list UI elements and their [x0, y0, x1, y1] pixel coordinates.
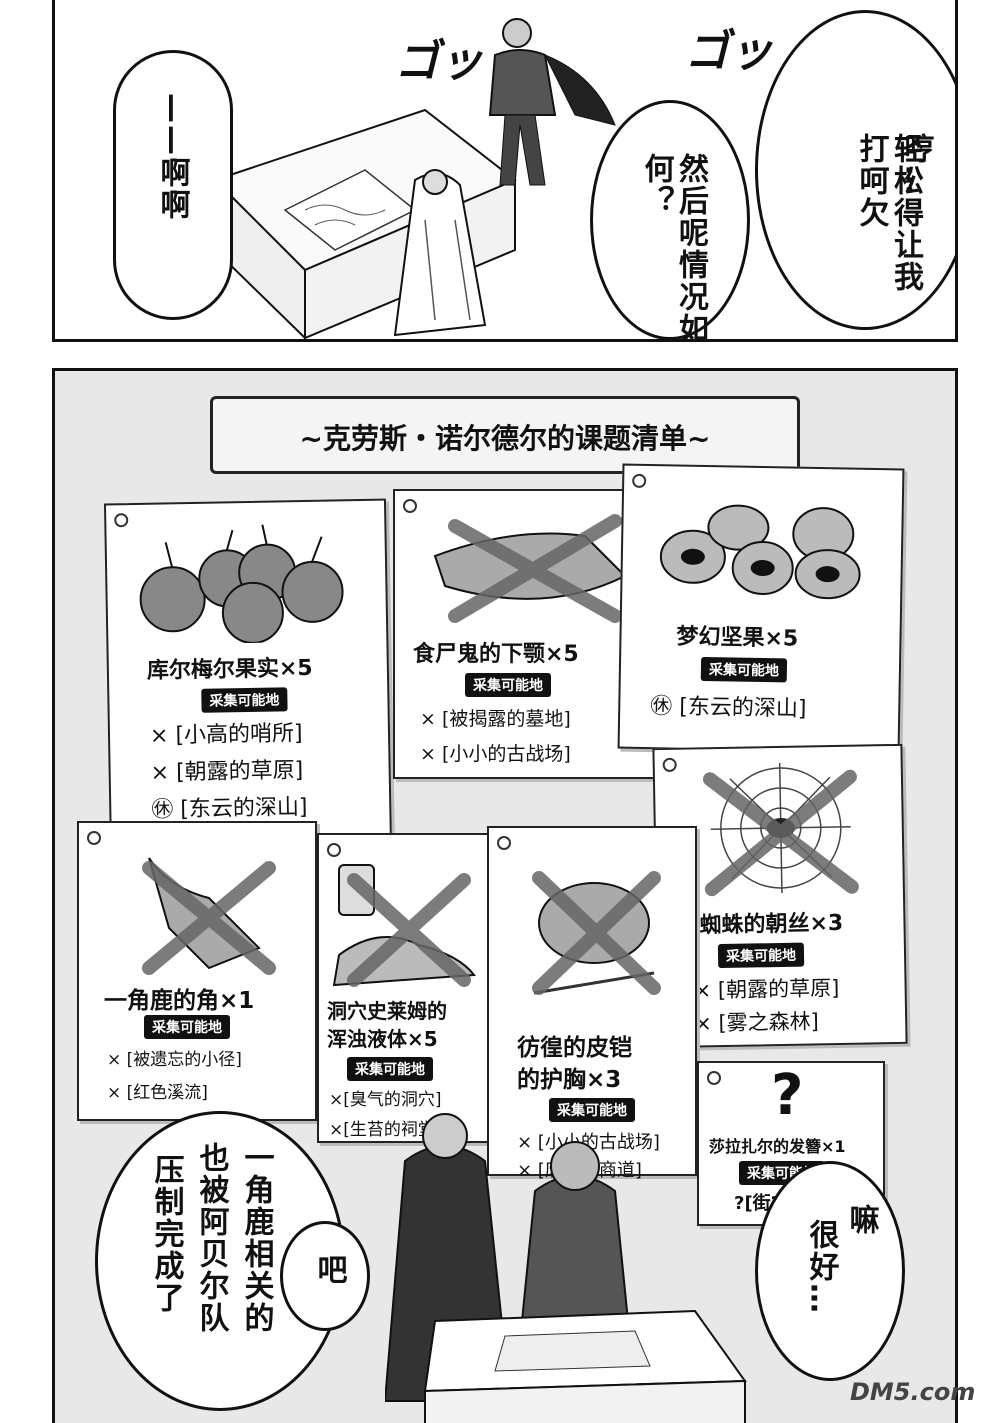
note-3-title: 梦幻坚果×5: [676, 624, 799, 652]
top-panel: ゴッ ゴッ ——啊啊 然后呢情况如何？ 哼… 轻松得让我打呵欠: [52, 0, 958, 342]
note-4-title: 绢蜘蛛的朝丝×3: [677, 910, 844, 939]
fruit-icon: [139, 524, 344, 644]
note-6-loc-2: ×[生苔的祠堂]: [329, 1120, 442, 1140]
note-5-title: 一角鹿的角×1: [104, 988, 255, 1014]
board-title: ~克劳斯・诺尔德尔的课题清单~: [299, 422, 711, 455]
antler-icon: [142, 857, 276, 975]
note-5-badge: 采集可能地: [144, 1015, 230, 1039]
note-4-badge: 采集可能地: [717, 942, 805, 969]
note-7-badge: 采集可能地: [549, 1098, 635, 1122]
sfx-right: ゴッ: [685, 26, 773, 77]
question-mark-icon: ?: [771, 1063, 804, 1128]
note-7-title-2: 的护胸×3: [517, 1067, 622, 1093]
speech-bubble-bottom-left: 一角鹿相关的 也被阿贝尔队 压制完成了: [95, 1111, 345, 1411]
quest-note-6: 洞穴史莱姆的 浑浊液体×5 采集可能地 ×[臭气的洞穴] ×[生苔的祠堂]: [317, 833, 489, 1143]
note-5-loc-1: × [被遗忘的小径]: [107, 1050, 242, 1070]
speech-bubble-bottom-small: 吧: [280, 1221, 370, 1331]
quest-note-1: 库尔梅尔果实×5 采集可能地 × [小高的哨所] × [朝露的草原] ㊡ [东云…: [103, 498, 393, 854]
note-2-title: 食尸鬼的下颚×5: [413, 642, 579, 667]
note-2-loc-2: × [小小的古战场]: [420, 743, 571, 765]
speech-bubble-mid: 然后呢情况如何？: [590, 100, 750, 339]
quest-note-5: 一角鹿的角×1 采集可能地 × [被遗忘的小径] × [红色溪流]: [77, 821, 317, 1121]
title-scroll: ~克劳斯・诺尔德尔的课题清单~: [210, 396, 800, 474]
note-3-badge: 采集可能地: [700, 656, 788, 683]
watermark-logo: DM5.com: [850, 1378, 976, 1406]
quest-note-3: 梦幻坚果×5 采集可能地 ㊡ [东云的深山]: [617, 463, 905, 754]
speech-bubble-right: 哼… 轻松得让我打呵欠: [755, 10, 955, 330]
note-3-loc-1: ㊡ [东云的深山]: [650, 694, 807, 722]
note-4-loc-2: × [雾之森林]: [694, 1009, 820, 1036]
note-4-loc-1: × [朝露的草原]: [693, 975, 840, 1003]
note-1-loc-3: ㊡ [东云的深山]: [151, 794, 308, 823]
sfx-left: ゴッ: [395, 36, 483, 87]
spider-web-icon: [702, 762, 859, 897]
note-6-title-1: 洞穴史莱姆的: [327, 999, 447, 1023]
nut-icon: [659, 504, 861, 600]
note-6-badge: 采集可能地: [347, 1057, 433, 1081]
note-8-title: 莎拉扎尔的发簪×1: [709, 1137, 846, 1156]
speech-bubble-left: ——啊啊: [113, 50, 233, 320]
note-7-title-1: 彷徨的皮铠: [517, 1035, 632, 1061]
armor-icon: [532, 871, 661, 995]
note-6-loc-1: ×[臭气的洞穴]: [329, 1090, 442, 1110]
note-1-badge: 采集可能地: [201, 687, 288, 713]
note-1-loc-1: × [小高的哨所]: [149, 721, 303, 749]
slime-jar-icon: [332, 864, 476, 987]
characters-at-table: [385, 1113, 747, 1423]
note-2-badge: 采集可能地: [465, 673, 551, 697]
note-1-loc-2: × [朝露的草原]: [150, 758, 304, 786]
jaw-icon: [433, 514, 627, 623]
note-1-title: 库尔梅尔果实×5: [146, 655, 313, 684]
note-5-loc-2: × [红色溪流]: [107, 1083, 208, 1103]
note-2-loc-1: × [被揭露的墓地]: [420, 708, 571, 730]
note-7-loc-1: × [小小的古战场]: [517, 1132, 660, 1153]
cloaked-figure: [393, 169, 487, 337]
quest-note-4: 绢蜘蛛的朝丝×3 采集可能地 × [朝露的草原] × [雾之森林]: [652, 743, 908, 1049]
note-6-title-2: 浑浊液体×5: [327, 1027, 438, 1051]
bottom-panel: ~克劳斯・诺尔德尔的课题清单~ 库尔梅尔果实×5 采集可能地 × [小高的哨所]…: [52, 368, 958, 1423]
quest-note-7: 彷徨的皮铠 的护胸×3 采集可能地 × [小小的古战场] × [废弃的商道]: [487, 826, 697, 1181]
speech-bubble-bottom-right: 嘛 很好…: [755, 1161, 905, 1381]
armored-figure: [488, 18, 616, 186]
